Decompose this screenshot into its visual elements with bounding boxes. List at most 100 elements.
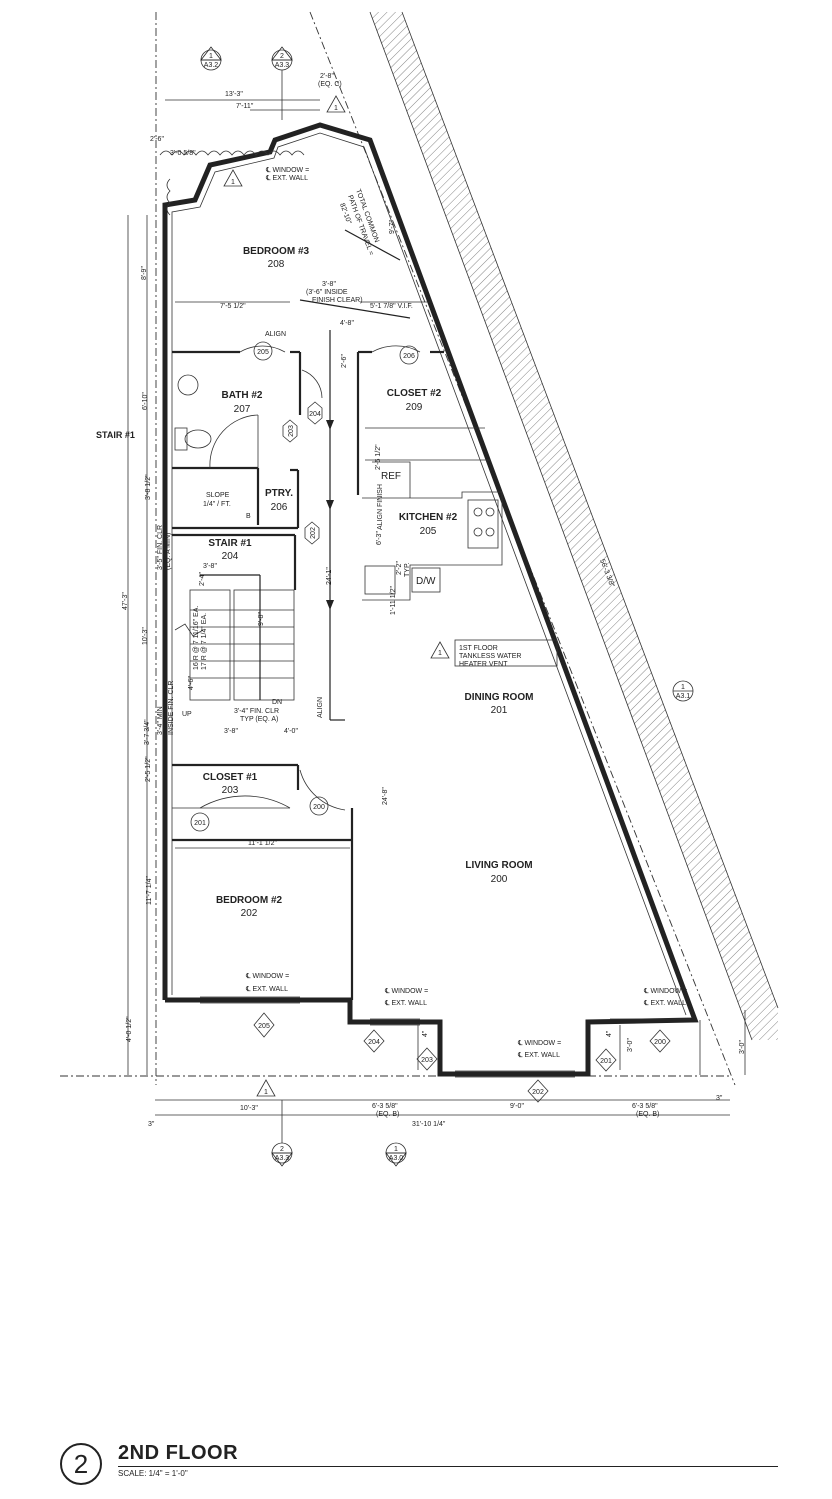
door-tag: 201 (194, 820, 206, 827)
room-name-closet2: CLOSET #2 (387, 388, 442, 399)
dimension: 2'-4" (199, 572, 206, 586)
exterior-wall (162, 122, 699, 1077)
door-tag: 200 (313, 804, 325, 811)
drawing-number: 2 (60, 1443, 102, 1485)
room-number-kitchen2: 205 (420, 526, 437, 537)
dimension: 8'-9" (141, 266, 148, 280)
dimension: 3'-0 5/8" (170, 150, 196, 157)
dimension: 3'-8" (322, 281, 336, 288)
dishwasher-label: D/W (416, 576, 436, 587)
note-slope: SLOPE (206, 492, 230, 499)
room-name-bedroom2: BEDROOM #2 (216, 895, 283, 906)
dimension: 10'-3" (142, 627, 149, 645)
dimension: 4" (606, 1030, 613, 1037)
dimension: (EQ. B) (376, 1111, 399, 1118)
note-slope-b: B (246, 513, 251, 520)
revision-tag: 1 (438, 650, 442, 657)
drawing-title: 2ND FLOOR (118, 1442, 239, 1464)
note-window: ℄ WINDOW = (265, 167, 309, 174)
room-number-dining: 201 (491, 705, 508, 716)
section-marker-top-2[interactable] (271, 46, 293, 120)
note-window: ℄ WINDOW = (384, 988, 428, 995)
drawing-scale: SCALE: 1/4" = 1'-0" (118, 1469, 188, 1478)
dimension: 3" (716, 1095, 723, 1102)
section-marker-bottom-1[interactable] (385, 1142, 407, 1167)
dimension: TYP (EQ. A) (240, 716, 278, 723)
note-align-finish: ALIGN FINISH (377, 484, 384, 530)
room-name-bath2: BATH #2 (222, 390, 263, 401)
dimension: 3'-4" MIN (157, 706, 164, 735)
door-tag: 202 (310, 527, 317, 539)
section-marker-bottom-2[interactable] (271, 1100, 293, 1167)
dimension: 6'-10" (142, 392, 149, 410)
section-sheet: A3.2 (204, 62, 219, 69)
drawing-title-block: 2 2ND FLOOR SCALE: 1/4" = 1'-0" (60, 1440, 800, 1490)
travel-path (200, 229, 411, 721)
dimension: 17 R @ 7 1/4" EA. (201, 613, 208, 670)
note-window: ℄ WINDOW = (245, 973, 289, 980)
dimension: 3" (148, 1121, 155, 1128)
note-slope: 1/4" / FT. (203, 501, 231, 508)
dimension: 4'-8" (340, 320, 354, 327)
room-number-stair1: 204 (222, 551, 239, 562)
window-tag: 202 (532, 1089, 544, 1096)
room-number-closet1: 203 (222, 785, 239, 796)
dimension: 9'-7" (389, 220, 396, 234)
note-heater: 1ST FLOOR (459, 645, 498, 652)
window-tag: 203 (421, 1057, 433, 1064)
dimension: 3'-8" (224, 728, 238, 735)
section-marker-top-1[interactable] (200, 46, 222, 71)
note-heater: HEATER VENT (459, 661, 508, 668)
section-number: 2 (280, 53, 284, 60)
note-align: ALIGN (317, 697, 324, 718)
door-tag: 203 (288, 425, 295, 437)
dimension: 3'-5" FIN. CLR (157, 525, 164, 570)
room-name-closet1: CLOSET #1 (203, 772, 258, 783)
dimension: 3'-0" (739, 1040, 746, 1054)
room-name-bedroom3: BEDROOM #3 (243, 246, 310, 257)
section-sheet: A3.0 (389, 1155, 404, 1162)
dimension: 11'-1 1/2" (248, 840, 278, 847)
dimension: 2'-2" (396, 561, 403, 575)
section-number: 2 (280, 1146, 284, 1153)
dimension: (3'-6" INSIDE (306, 289, 348, 296)
dimension: 3'-8 1/2" (145, 474, 152, 500)
dimension: 2'-5 1/2" (145, 756, 152, 782)
revision-tag: 1 (264, 1089, 268, 1096)
dimension: (EQ. B) (636, 1111, 659, 1118)
dimension: 2'-8" (320, 73, 334, 80)
section-number: 1 (394, 1146, 398, 1153)
dimension: 4'-0 1/2" (126, 1016, 133, 1042)
note-window: ℄ EXT. WALL (643, 1000, 686, 1007)
dimension: INSIDE FIN. CLR (168, 681, 175, 735)
dimension: 5'-1 7/8" V.I.F. (370, 303, 413, 310)
window-tag: 205 (258, 1023, 270, 1030)
room-name-living: LIVING ROOM (465, 860, 532, 871)
dimension: FINISH CLEAR) (312, 297, 363, 304)
note-window: ℄ WINDOW = (517, 1040, 561, 1047)
dimension: 6'-3 5/8" (632, 1103, 658, 1110)
dimension: 24'-1" (326, 567, 333, 585)
room-number-pantry: 206 (271, 502, 288, 513)
dimension: 4'-6" (188, 676, 195, 690)
section-sheet: A3.3 (275, 62, 290, 69)
note-window: ℄ EXT. WALL (384, 1000, 427, 1007)
section-marker-right[interactable] (672, 680, 694, 702)
dimension: 13'-3" (225, 91, 243, 98)
dimension: 4'-0" (284, 728, 298, 735)
dimension: 2'-6" (150, 136, 164, 143)
door-tag: 205 (257, 349, 269, 356)
dimension: 7'-11" (236, 103, 254, 110)
dimension: 7'-5 1/2" (220, 303, 246, 310)
note-heater: TANKLESS WATER (459, 653, 522, 660)
section-number: 1 (209, 53, 213, 60)
note-window: ℄ EXT. WALL (245, 986, 288, 993)
room-name-kitchen2: KITCHEN #2 (399, 512, 458, 523)
section-sheet: A3.1 (676, 693, 691, 700)
note-window: ℄ EXT. WALL (517, 1052, 560, 1059)
section-number: 1 (681, 684, 685, 691)
dimension: 31'-10 1/4" (412, 1121, 446, 1128)
dimension: 47'-3" (122, 592, 129, 610)
stair-up-label: UP (182, 711, 192, 718)
window-tag: 201 (600, 1058, 612, 1065)
